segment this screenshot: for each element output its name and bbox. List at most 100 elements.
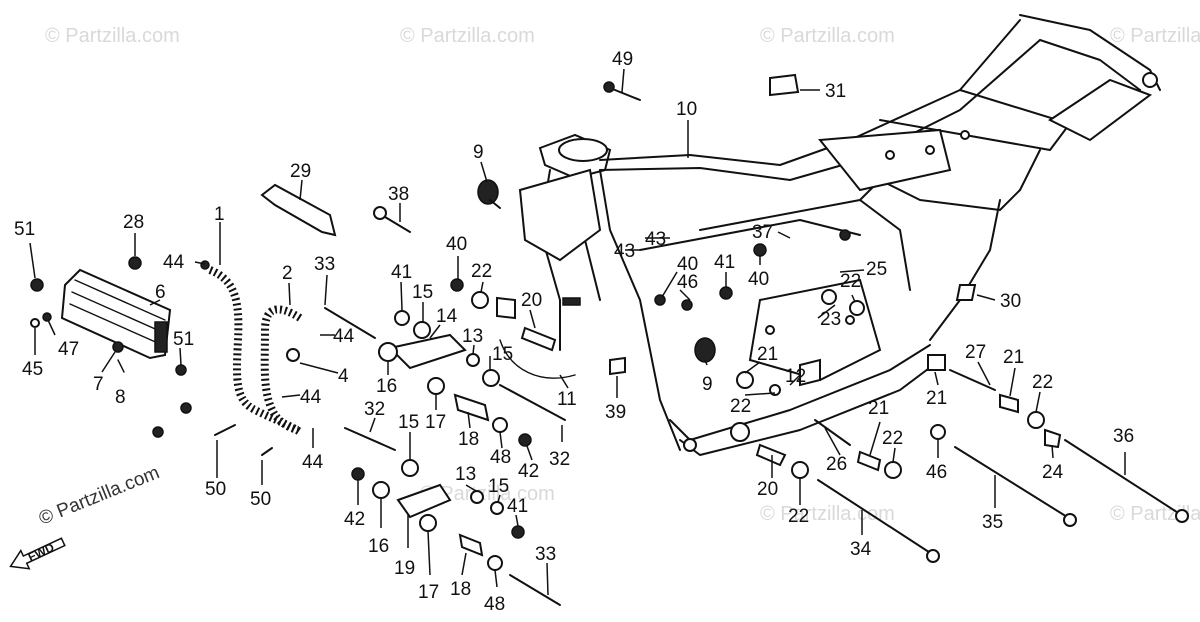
callout-label[interactable]: 51: [14, 219, 35, 240]
callout-label[interactable]: 2: [282, 263, 293, 284]
callout-label[interactable]: 22: [840, 271, 861, 292]
callout-label[interactable]: 13: [455, 464, 476, 485]
callout-label[interactable]: 43: [614, 241, 635, 262]
engine-mount-plate: [748, 278, 882, 382]
spacer-26: [814, 419, 851, 446]
callout-label[interactable]: 46: [677, 272, 698, 293]
callout-label[interactable]: 50: [250, 489, 271, 510]
callout-label[interactable]: 15: [488, 476, 509, 497]
callout-label[interactable]: 9: [702, 374, 713, 395]
callout-label[interactable]: 36: [1113, 426, 1134, 447]
callout-label[interactable]: 24: [1042, 462, 1064, 483]
callout-label[interactable]: 26: [826, 454, 847, 475]
callout-label[interactable]: 25: [866, 259, 887, 280]
screw-icon: [214, 424, 236, 436]
gusset-plate: [518, 168, 602, 262]
washer-icon: [30, 318, 40, 328]
callout-label[interactable]: 22: [1032, 372, 1053, 393]
bolt-36: [1064, 439, 1184, 517]
callout-label[interactable]: 50: [205, 479, 226, 500]
callout-label[interactable]: 11: [557, 389, 577, 410]
callout-label[interactable]: 21: [868, 398, 889, 419]
callout-label[interactable]: 43: [645, 229, 666, 250]
callout-label[interactable]: 42: [518, 461, 539, 482]
callout-label[interactable]: 15: [398, 412, 419, 433]
callout-label[interactable]: 20: [757, 479, 778, 500]
callout-label[interactable]: 32: [549, 449, 570, 470]
callout-label[interactable]: 22: [882, 428, 903, 449]
callout-label[interactable]: 31: [825, 81, 846, 102]
callout-label[interactable]: 10: [676, 99, 697, 120]
callout-label[interactable]: 16: [376, 376, 397, 397]
callout-label[interactable]: 21: [926, 388, 947, 409]
callout-label[interactable]: 1: [214, 204, 225, 225]
callout-label[interactable]: 8: [115, 387, 126, 408]
callout-label[interactable]: 17: [418, 582, 439, 603]
callout-label[interactable]: 27: [965, 342, 986, 363]
callout-label[interactable]: 49: [612, 49, 633, 70]
callout-label[interactable]: 15: [412, 282, 433, 303]
callout-label[interactable]: 30: [1000, 291, 1021, 312]
callout-label[interactable]: 45: [22, 359, 43, 380]
callout-label[interactable]: 48: [490, 447, 511, 468]
callout-label[interactable]: 17: [425, 412, 446, 433]
callout-label[interactable]: 42: [344, 509, 365, 530]
callout-label[interactable]: 18: [458, 429, 479, 450]
callout-label[interactable]: 19: [394, 558, 415, 579]
watermark: © Partzilla.com: [760, 25, 895, 47]
callout-label[interactable]: 41: [714, 252, 735, 273]
callout-label[interactable]: 35: [982, 512, 1003, 533]
clamp-icon: [152, 426, 164, 438]
callout-label[interactable]: 21: [1003, 347, 1024, 368]
callout-label[interactable]: 38: [388, 184, 409, 205]
callout-label[interactable]: 13: [462, 326, 483, 347]
watermark: © Partzilla.com: [1110, 25, 1200, 47]
callout-label[interactable]: 33: [314, 254, 335, 275]
callout-label[interactable]: 6: [155, 282, 166, 303]
callout-label[interactable]: 39: [605, 402, 626, 423]
callout-label[interactable]: 41: [391, 262, 412, 283]
callout-label[interactable]: 51: [173, 329, 194, 350]
callout-label[interactable]: 41: [507, 496, 528, 517]
callout-label[interactable]: 22: [471, 261, 492, 282]
callout-label[interactable]: 16: [368, 536, 389, 557]
clip-31: [769, 73, 800, 97]
callout-label[interactable]: 44: [333, 326, 355, 347]
callout-label[interactable]: 4: [338, 366, 349, 387]
callout-label[interactable]: 44: [302, 452, 324, 473]
bolt-35: [954, 446, 1073, 521]
callout-label[interactable]: 20: [521, 290, 542, 311]
clip-30: [955, 284, 977, 301]
callout-label[interactable]: 34: [850, 539, 872, 560]
callout-label[interactable]: 46: [926, 462, 947, 483]
main-frame: [518, 14, 1161, 456]
callout-label[interactable]: 32: [364, 399, 385, 420]
callout-label[interactable]: 15: [492, 344, 513, 365]
collar-18-lower: [458, 533, 484, 557]
callout-label[interactable]: 47: [58, 339, 79, 360]
callout-label[interactable]: 18: [450, 579, 471, 600]
callout-label[interactable]: 40: [446, 234, 467, 255]
watermark: © Partzilla.com: [45, 25, 180, 47]
callout-label[interactable]: 7: [93, 374, 104, 395]
callout-label[interactable]: 29: [290, 161, 311, 182]
callout-label[interactable]: 12: [785, 366, 806, 387]
callout-label[interactable]: 28: [123, 212, 144, 233]
callout-label[interactable]: 48: [484, 594, 505, 615]
hose-1: [208, 266, 303, 436]
callout-label[interactable]: 22: [730, 396, 751, 417]
callout-label[interactable]: 21: [757, 344, 778, 365]
callout-label[interactable]: 44: [300, 387, 322, 408]
callout-label[interactable]: 23: [820, 309, 841, 330]
callout-label[interactable]: 44: [163, 252, 185, 273]
bolt-32-lower: [344, 427, 396, 451]
callout-label[interactable]: 22: [788, 506, 809, 527]
callout-label[interactable]: 37: [752, 222, 773, 243]
forward-arrow: FWD: [9, 537, 66, 570]
callout-label[interactable]: 14: [436, 306, 458, 327]
callout-label[interactable]: 40: [748, 269, 769, 290]
callout-label[interactable]: 33: [535, 544, 556, 565]
callout-label[interactable]: 40: [677, 254, 698, 275]
callout-label[interactable]: 9: [473, 142, 484, 163]
